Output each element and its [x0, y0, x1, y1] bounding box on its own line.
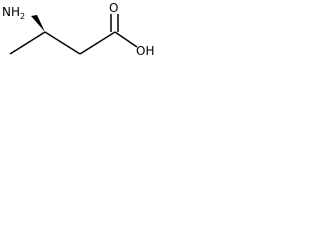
atom-label-carbonyl-oxygen: O — [109, 1, 118, 15]
molecule-drawing: NH2 O OH — [2, 1, 154, 58]
wedge-bond-amine — [31, 15, 45, 32]
atom-label-amine: NH2 — [2, 5, 25, 21]
bond-carboxyl-hydroxyl — [114, 31, 138, 48]
molecule-canvas: NH2 O OH — [0, 0, 160, 78]
bond-chiral-methylene — [44, 31, 81, 55]
atom-label-hydroxyl: OH — [136, 44, 154, 58]
bond-methyl-chiral — [9, 31, 46, 55]
bond-methylene-carboxyl — [79, 31, 116, 55]
